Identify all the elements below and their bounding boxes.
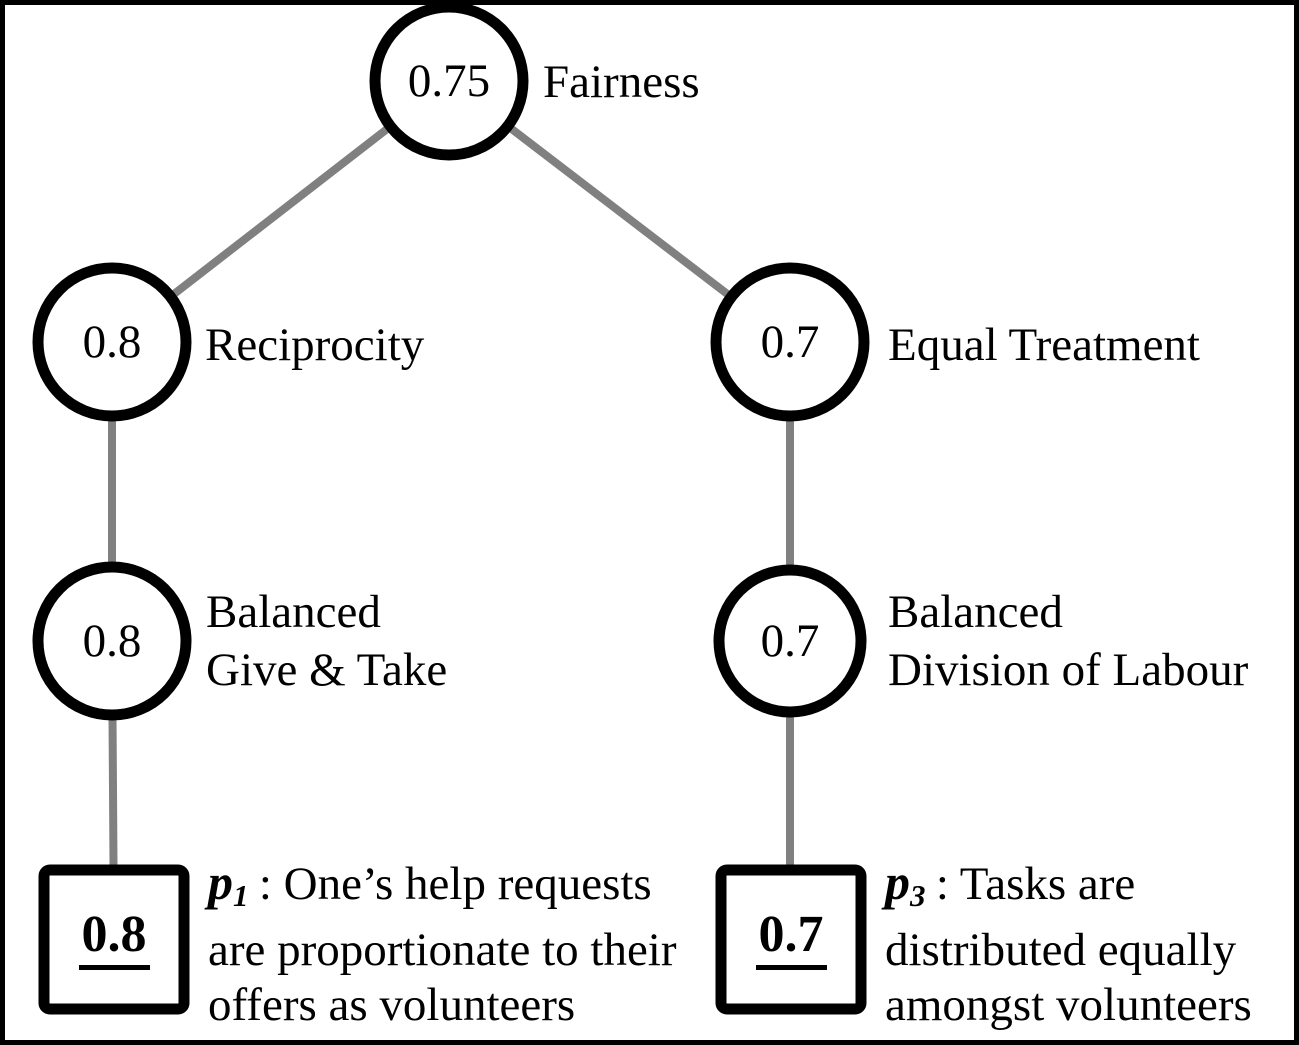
balanced-division-node-label: Balanced Division of Labour [888, 583, 1248, 699]
p1-proposition-text: p1: One’s help requests are proportionat… [208, 855, 677, 1033]
balanced-division-label-line1: Balanced [888, 586, 1063, 638]
p3-text-line3: amongst volunteers [885, 978, 1252, 1031]
balanced-give-take-node-value: 0.8 [82, 614, 142, 667]
p1-line1-rest: : One’s help requests [258, 858, 652, 910]
p3-symbol: p [885, 854, 910, 910]
balanced-division-label-line2: Division of Labour [888, 644, 1249, 696]
p1-text-line2: are proportionate to their [208, 923, 677, 976]
p1-proposition-box [38, 864, 190, 1015]
p3-box-value: 0.7 [715, 864, 867, 1014]
p1-symbol: p [208, 854, 233, 910]
balanced-give-take-node-circle [32, 561, 192, 721]
balanced-give-take-label-line2: Give & Take [206, 644, 448, 696]
fairness-node-label: Fairness [543, 56, 700, 108]
p3-text-line1: p3: Tasks are [885, 855, 1252, 923]
reciprocity-node-value: 0.8 [82, 315, 142, 368]
balanced-division-node-circle [713, 564, 867, 718]
equal-treatment-node-value: 0.7 [760, 315, 820, 368]
balanced-give-take-label-line1: Balanced [206, 586, 381, 638]
p3-proposition-box [715, 864, 867, 1015]
equal-treatment-node-label: Equal Treatment [888, 319, 1200, 371]
balanced-give-take-node-label: Balanced Give & Take [206, 583, 447, 699]
fairness-node-value: 0.75 [407, 54, 491, 107]
p1-box-value: 0.8 [38, 864, 190, 1014]
p3-proposition-text: p3: Tasks are distributed equally amongs… [885, 855, 1252, 1033]
fairness-node-circle [369, 1, 529, 161]
p3-line1-rest: : Tasks are [935, 858, 1136, 910]
p1-text-line1: p1: One’s help requests [208, 855, 677, 923]
p1-box-value-text: 0.8 [78, 908, 150, 970]
p3-subscript: 3 [910, 877, 926, 913]
p3-text-line2: distributed equally [885, 923, 1237, 976]
p3-box-value-text: 0.7 [755, 908, 827, 970]
equal-treatment-node-circle [710, 262, 870, 422]
p1-subscript: 1 [233, 877, 249, 913]
reciprocity-node-label: Reciprocity [205, 319, 425, 371]
p1-text-line3: offers as volunteers [208, 978, 576, 1031]
reciprocity-node-circle [32, 262, 192, 422]
balanced-division-node-value: 0.7 [760, 614, 820, 667]
